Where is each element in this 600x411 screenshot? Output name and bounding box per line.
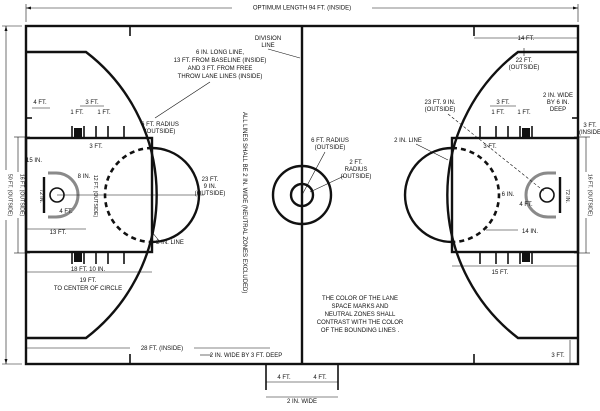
three-ft-inside-right-1: 3 FT. xyxy=(583,123,597,129)
three-pt-right-2: (OUTSIDE) xyxy=(425,107,456,113)
right-half-court xyxy=(403,26,580,364)
three-pt-left-2: 9 IN. xyxy=(204,184,217,190)
two-in-line-left: 2 IN. LINE xyxy=(156,240,184,246)
two-ft-radius: 2 FT. RADIUS (OUTSIDE) xyxy=(309,160,372,193)
left-neutral-zone xyxy=(74,128,82,138)
division-line-label-2: LINE xyxy=(261,43,274,49)
three-ft-top-right: 3 FT. xyxy=(496,100,510,106)
right-neutral-zone xyxy=(522,128,530,138)
three-ft-bottom-right: 3 FT. xyxy=(551,353,565,359)
one-ft-b-right: 1 FT. xyxy=(517,110,531,116)
svg-text:6 IN. LONG LINE,: 6 IN. LONG LINE, xyxy=(196,50,244,56)
width-16-right-dimension: 16 FT. (OUTSIDE) xyxy=(574,136,593,254)
three-ft-lane-right: 3 FT. xyxy=(483,144,497,150)
svg-text:6 FT. RADIUS: 6 FT. RADIUS xyxy=(311,138,349,144)
six-ft-radius-left-2: (OUTSIDE) xyxy=(145,129,176,135)
svg-text:CONTRAST WITH THE COLOR: CONTRAST WITH THE COLOR xyxy=(317,320,404,326)
right-free-throw-circle-dashed xyxy=(451,146,501,244)
fifteen-ft-dimension: 15 FT. xyxy=(452,265,578,276)
svg-text:13 FT. FROM BASELINE (INSIDE): 13 FT. FROM BASELINE (INSIDE) xyxy=(174,58,267,64)
four-ft-ra-right: 4 FT. xyxy=(519,202,533,208)
three-ft-top-left: 3 FT. xyxy=(85,100,99,106)
scorer-table-zone: 4 FT. 4 FT. 2 IN. WIDE xyxy=(265,364,339,405)
three-pt-left-1: 23 FT. xyxy=(202,177,219,183)
right-three-point-line xyxy=(446,50,578,340)
center-circle-inner xyxy=(289,182,315,208)
thirteen-ft-left: 13 FT. xyxy=(50,230,67,236)
lane-color-note: THE COLOR OF THE LANE SPACE MARKS AND NE… xyxy=(317,296,404,334)
nineteen-ft-label: 19 FT. xyxy=(80,278,97,284)
svg-text:2 FT.: 2 FT. xyxy=(349,160,363,166)
center-circle-outer xyxy=(271,164,333,226)
width-16-left-label: 16 FT. (OUTSIDE) xyxy=(19,174,25,217)
svg-text:(OUTSIDE): (OUTSIDE) xyxy=(341,174,372,180)
optimum-length-label: OPTIMUM LENGTH 94 FT. (INSIDE) xyxy=(253,6,351,12)
four-ft-left: 4 FT. xyxy=(33,100,47,106)
three-ft-inside-right-2: (INSIDE) xyxy=(579,130,600,136)
svg-text:NEUTRAL ZONES SHALL: NEUTRAL ZONES SHALL xyxy=(325,312,396,318)
svg-text:OF THE BOUNDING LINES .: OF THE BOUNDING LINES . xyxy=(321,328,400,334)
svg-text:THE COLOR OF THE LANE: THE COLOR OF THE LANE xyxy=(322,296,398,302)
one-ft-a-left: 1 FT. xyxy=(70,110,84,116)
seventy-two-in-right: 72 IN. xyxy=(564,189,570,203)
left-neutral-zone xyxy=(74,252,82,262)
width-16-left-dimension: 16 FT. (OUTSIDE) xyxy=(14,136,30,254)
width-50-dimension: 50 FT. (OUTSIDE) xyxy=(1,25,22,365)
six-in-right: 6 IN. xyxy=(502,192,515,198)
division-line-label-1: DIVISION xyxy=(255,36,281,42)
six-ft-radius-left-1: 6 FT. RADIUS xyxy=(141,122,179,128)
three-pt-left-3: (OUTSIDE) xyxy=(195,191,226,197)
one-ft-a-right: 1 FT. xyxy=(491,110,505,116)
one-ft-b-left: 1 FT. xyxy=(97,110,111,116)
right-free-throw-circle-solid xyxy=(403,146,453,244)
nineteen-ft-dimension: 19 FT. TO CENTER OF CIRCLE xyxy=(54,278,122,292)
two-in-line-right: 2 IN. LINE xyxy=(394,138,422,144)
eighteen-ft-label: 18 FT. 10 IN. xyxy=(71,267,106,273)
four-ft-bench-b: 4 FT. xyxy=(313,375,327,381)
fifteen-ft-label: 15 FT. xyxy=(492,270,509,276)
svg-text:RADIUS: RADIUS xyxy=(345,167,368,173)
four-ft-bench-a: 4 FT. xyxy=(277,375,291,381)
right-restricted-area xyxy=(524,171,556,219)
all-lines-note: ALL LINES SHALL BE 2 IN. WIDE (NEUTRAL Z… xyxy=(241,112,247,293)
svg-text:AND 3 FT. FROM FREE: AND 3 FT. FROM FREE xyxy=(188,66,253,72)
three-ft-lane-left: 3 FT. xyxy=(89,144,103,150)
eight-in-left: 8 IN. xyxy=(78,174,91,180)
six-ft-radius-center: 6 FT. RADIUS (OUTSIDE) xyxy=(301,138,349,196)
eighteen-ft-dimension: 18 FT. 10 IN. xyxy=(26,267,152,273)
twenty-two-ft-1: 22 FT. xyxy=(516,58,533,64)
svg-text:THROW LANE LINES (INSIDE): THROW LANE LINES (INSIDE) xyxy=(178,74,263,80)
twelve-ft-left: 12 FT. (OUTSIDE) xyxy=(92,175,98,218)
two-in-wide-bottom-label: 2 IN. WIDE xyxy=(287,399,317,405)
twenty-eight-ft-dimension: 28 FT. (INSIDE) xyxy=(26,346,270,352)
optimum-length-dimension: OPTIMUM LENGTH 94 FT. (INSIDE) xyxy=(25,3,579,22)
two-in-deep-3: DEEP xyxy=(550,107,566,113)
fourteen-in-right: 14 IN. xyxy=(522,229,538,235)
twenty-two-ft-2: (OUTSIDE) xyxy=(509,65,540,71)
neutral-zone-note: 2 IN. WIDE BY 3 FT. DEEP xyxy=(210,353,283,359)
four-ft-ra-left: 4 FT. xyxy=(59,209,73,215)
width-50-label: 50 FT. (OUTSIDE) xyxy=(7,174,13,217)
right-neutral-zone xyxy=(522,252,530,262)
two-in-deep-1: 2 IN. WIDE xyxy=(543,93,573,99)
svg-text:(OUTSIDE): (OUTSIDE) xyxy=(315,145,346,151)
seventy-two-in-left: 72 IN. xyxy=(38,189,44,203)
svg-text:SPACE MARKS AND: SPACE MARKS AND xyxy=(332,304,390,310)
long-line-note: 6 IN. LONG LINE, 13 FT. FROM BASELINE (I… xyxy=(154,50,267,119)
three-pt-right-1: 23 FT. 9 IN. xyxy=(424,100,455,106)
fifteen-in-left: 15 IN. xyxy=(26,158,42,164)
right-rim xyxy=(539,187,555,203)
width-16-right-label: 16 FT. (OUTSIDE) xyxy=(587,174,593,217)
two-in-deep-2: BY 6 IN. xyxy=(547,100,570,106)
right-free-throw-lane xyxy=(450,136,580,254)
twenty-eight-ft-label: 28 FT. (INSIDE) xyxy=(141,346,183,352)
to-center-circle-label: TO CENTER OF CIRCLE xyxy=(54,286,122,292)
fourteen-ft-label: 14 FT. xyxy=(518,36,535,42)
